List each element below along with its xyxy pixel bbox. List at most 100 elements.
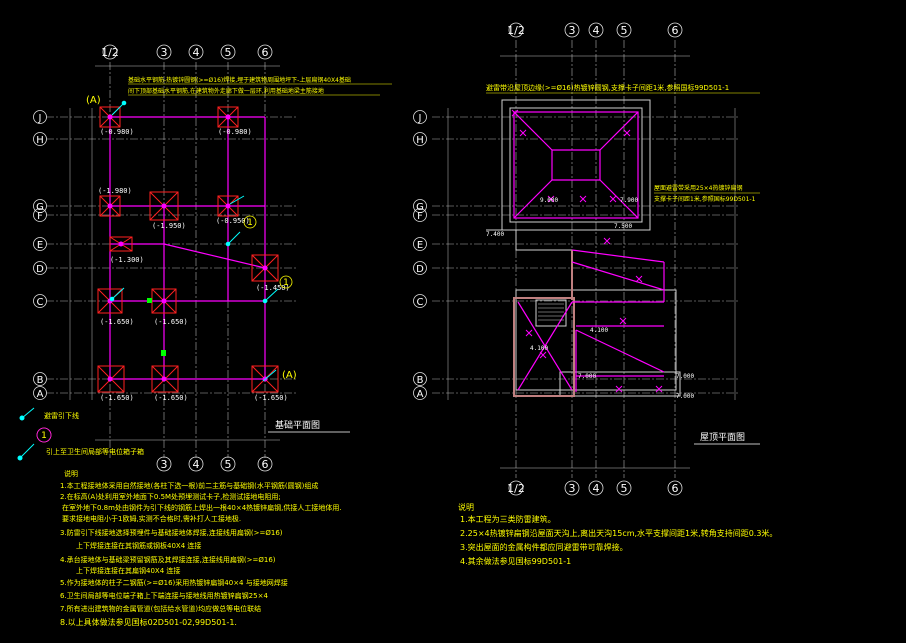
- axis-label: 5: [621, 482, 628, 495]
- marker-1: 1: [247, 218, 253, 228]
- legend-label: 避雷引下线: [44, 411, 79, 420]
- axis-label: J: [38, 113, 42, 124]
- marker-a: (A): [282, 370, 297, 381]
- axis-label: D: [36, 264, 44, 275]
- note-line: 上下焊接连接在其扁钢40X4 连接: [76, 566, 180, 575]
- note-line: 6.卫生间局部等电位端子箱上下端连接与接地线用热镀锌扁钢25×4: [60, 591, 268, 600]
- support-marks: [511, 109, 663, 393]
- left-axis-top: [102, 44, 273, 60]
- level-label: (-1.650): [100, 394, 134, 402]
- right-grid: [432, 40, 740, 478]
- note-line: 在室外地下0.8m处由钢件为引下线的钢筋上焊出一根40×4热镀锌扁钢,供接人工接…: [62, 503, 342, 512]
- notes-heading: 说明: [458, 502, 474, 512]
- note-line: 2.25×4热镀锌扁钢沿屋面天沟上,离出天沟15cm,水平支撑间距1米,转角支持…: [460, 528, 777, 538]
- level-label: (-1.980): [98, 187, 132, 195]
- axis-label: 6: [262, 46, 269, 59]
- level-label: 7.000: [676, 373, 694, 380]
- plan-note: 基础水平钢筋-热镀锌圆钢(>=Ø16)焊接,埋于建筑物周围地坪下-上层扁钢40X…: [128, 76, 351, 84]
- axis-label: B: [37, 375, 44, 386]
- level-label: (-1.650): [100, 318, 134, 326]
- axis-label: 1/2: [507, 24, 525, 37]
- axis-label: 3: [569, 482, 576, 495]
- lightning-strip: [513, 111, 665, 392]
- notes-heading: 说明: [64, 469, 78, 478]
- axis-label: E: [37, 240, 43, 251]
- axis-label: 1/2: [101, 46, 119, 59]
- note-line: 4.其余做法参见国标99D501-1: [460, 556, 571, 566]
- axis-label: 5: [225, 46, 232, 59]
- level-label: (-1.300): [110, 256, 144, 264]
- plan-note: 间下顶部基础水平钢筋,在建筑物外走廊下做一层环,利用基础地梁主筋接地: [128, 87, 324, 95]
- axis-label: 1/2: [507, 482, 525, 495]
- level-label: 4.100: [590, 327, 608, 334]
- level-label: (-0.980): [100, 128, 134, 136]
- note-line: 1.本工程为三类防雷建筑。: [460, 514, 556, 524]
- axis-label: 6: [672, 482, 679, 495]
- axis-label: C: [417, 297, 424, 308]
- plan-note: 支撑卡子间距1米,参照国标99D501-1: [654, 195, 756, 203]
- axis-label: 6: [672, 24, 679, 37]
- note-line: 要求接地电阻小于1欧姆,实测不合格时,需补打人工接地极.: [62, 514, 241, 523]
- grounding-network: [109, 116, 266, 380]
- level-label: 7.900: [620, 197, 638, 204]
- axis-label: H: [36, 135, 44, 146]
- axis-label: 4: [193, 458, 200, 471]
- axis-label: H: [416, 135, 424, 146]
- level-label: 7.400: [486, 231, 504, 238]
- level-label: (-1.450): [256, 284, 290, 292]
- level-label: 7.000: [676, 393, 694, 400]
- level-label: (-0.980): [218, 128, 252, 136]
- note-line: 5.作为接地体的柱子二钢筋(>=Ø16)采用热镀锌扁钢40×4 与接地网焊接: [60, 578, 288, 587]
- level-label: (-1.650): [154, 394, 188, 402]
- level-label: 4.100: [530, 345, 548, 352]
- level-label: 7.000: [578, 373, 596, 380]
- axis-label: 5: [621, 24, 628, 37]
- axis-label: G: [36, 202, 44, 213]
- axis-label: C: [37, 297, 44, 308]
- level-label: 9.000: [540, 197, 558, 204]
- axis-label: A: [417, 389, 424, 400]
- level-label: (-1.950): [152, 222, 186, 230]
- note-line: 1.本工程接地体采用自然接地(各柱下选一根)前二主筋与基础钢(水平钢筋(圆钢)组…: [60, 481, 318, 490]
- axis-label: F: [37, 211, 43, 222]
- level-label: (-1.650): [254, 394, 288, 402]
- note-line: 8.以上具体做法参见国标02D501-02,99D501-1.: [60, 617, 237, 627]
- plan-note: 屋面避雷带采用25×4热镀锌扁钢: [654, 184, 742, 192]
- level-label: (-1.650): [154, 318, 188, 326]
- level-label: (-0.950): [216, 217, 250, 225]
- axis-label: 3: [161, 46, 168, 59]
- axis-label: E: [417, 240, 423, 251]
- level-label: 7.500: [614, 223, 632, 230]
- plan-note: 避雷带沿屋顶边缘(>=Ø16)热镀锌圆钢,支撑卡子间距1米,参照国标99D501…: [486, 83, 729, 92]
- note-line: 上下焊接连接在其钢筋或钢板40X4 连接: [76, 541, 201, 550]
- marker-1: 1: [283, 278, 289, 288]
- plan-title: 基础平面图: [275, 419, 320, 431]
- axis-label: B: [417, 375, 424, 386]
- down-conductors: [109, 100, 279, 382]
- axis-label: F: [417, 211, 423, 222]
- note-line: 3.突出屋面的金属构件都应同避雷带可靠焊接。: [460, 542, 628, 552]
- legend-label: 引上至卫生间局部等电位箱子箱: [46, 447, 144, 456]
- marker-a: (A): [86, 95, 101, 106]
- axis-label: 4: [193, 46, 200, 59]
- plan-title: 屋顶平面图: [700, 432, 745, 443]
- note-line: 3.防雷引下线接地选择预埋件与基础接地体焊接,连接线用扁钢(>=Ø16): [60, 528, 283, 537]
- axis-label: G: [416, 202, 424, 213]
- axis-label: 4: [593, 482, 600, 495]
- note-line: 4.承台接地体与基础梁预留钢筋及其焊接连接,连接线用扁钢(>=Ø16): [60, 555, 276, 564]
- axis-label: 6: [262, 458, 269, 471]
- left-notes: 说明 1.本工程接地体采用自然接地(各柱下选一根)前二主筋与基础钢(水平钢筋(圆…: [60, 469, 342, 627]
- note-line: 2.在标高(A)处利用室外地面下0.5M处预埋测试卡子,检测试接地电阻用;: [60, 492, 281, 501]
- axis-label: 3: [569, 24, 576, 37]
- note-line: 7.所有进出建筑物的金属管道(包括给水管道)均应做总等电位联结: [60, 604, 261, 613]
- axis-label: 4: [593, 24, 600, 37]
- axis-label: A: [37, 389, 44, 400]
- marker-1: 1: [41, 431, 47, 441]
- axis-label: J: [418, 113, 422, 124]
- axis-label: 3: [161, 458, 168, 471]
- roof-outline: [486, 99, 681, 397]
- axis-label: D: [416, 264, 424, 275]
- axis-label: 5: [225, 458, 232, 471]
- right-notes: 说明 1.本工程为三类防雷建筑。 2.25×4热镀锌扁钢沿屋面天沟上,离出天沟1…: [458, 502, 777, 566]
